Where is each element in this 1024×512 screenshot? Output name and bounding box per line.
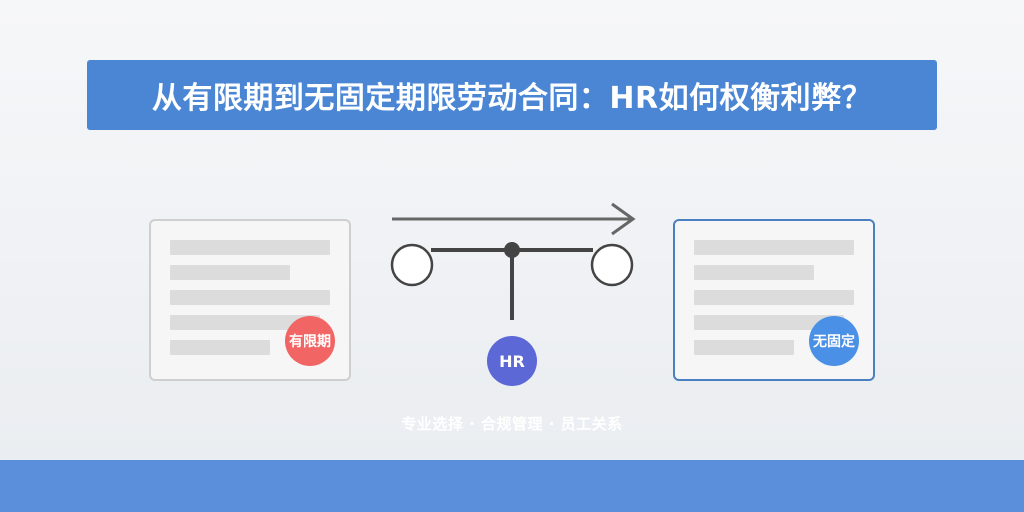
document-line	[170, 265, 290, 280]
hr-node: HR	[487, 336, 537, 386]
document-line	[170, 240, 330, 255]
document-line	[170, 340, 270, 355]
bottom-bar	[0, 460, 1024, 512]
open-ended-badge: 无固定	[809, 316, 859, 366]
document-line	[170, 315, 320, 330]
balance-connector	[390, 202, 636, 320]
center-pivot-dot	[504, 242, 520, 258]
document-line	[694, 265, 814, 280]
page-title: 从有限期到无固定期限劳动合同：HR如何权衡利弊？	[151, 81, 873, 116]
left-node-circle	[390, 243, 434, 287]
fixed-term-contract-card: 有限期	[149, 219, 351, 381]
document-line	[694, 315, 844, 330]
document-line	[694, 240, 854, 255]
open-ended-contract-card: 无固定	[673, 219, 875, 381]
document-line	[170, 290, 330, 305]
right-node-circle	[590, 243, 634, 287]
document-line	[694, 290, 854, 305]
title-banner: 从有限期到无固定期限劳动合同：HR如何权衡利弊？	[87, 60, 937, 130]
fixed-term-badge: 有限期	[285, 316, 335, 366]
tagline: 专业选择 · 合规管理 · 员工关系	[401, 415, 623, 433]
direction-arrow-head	[611, 202, 636, 236]
document-line	[694, 340, 794, 355]
